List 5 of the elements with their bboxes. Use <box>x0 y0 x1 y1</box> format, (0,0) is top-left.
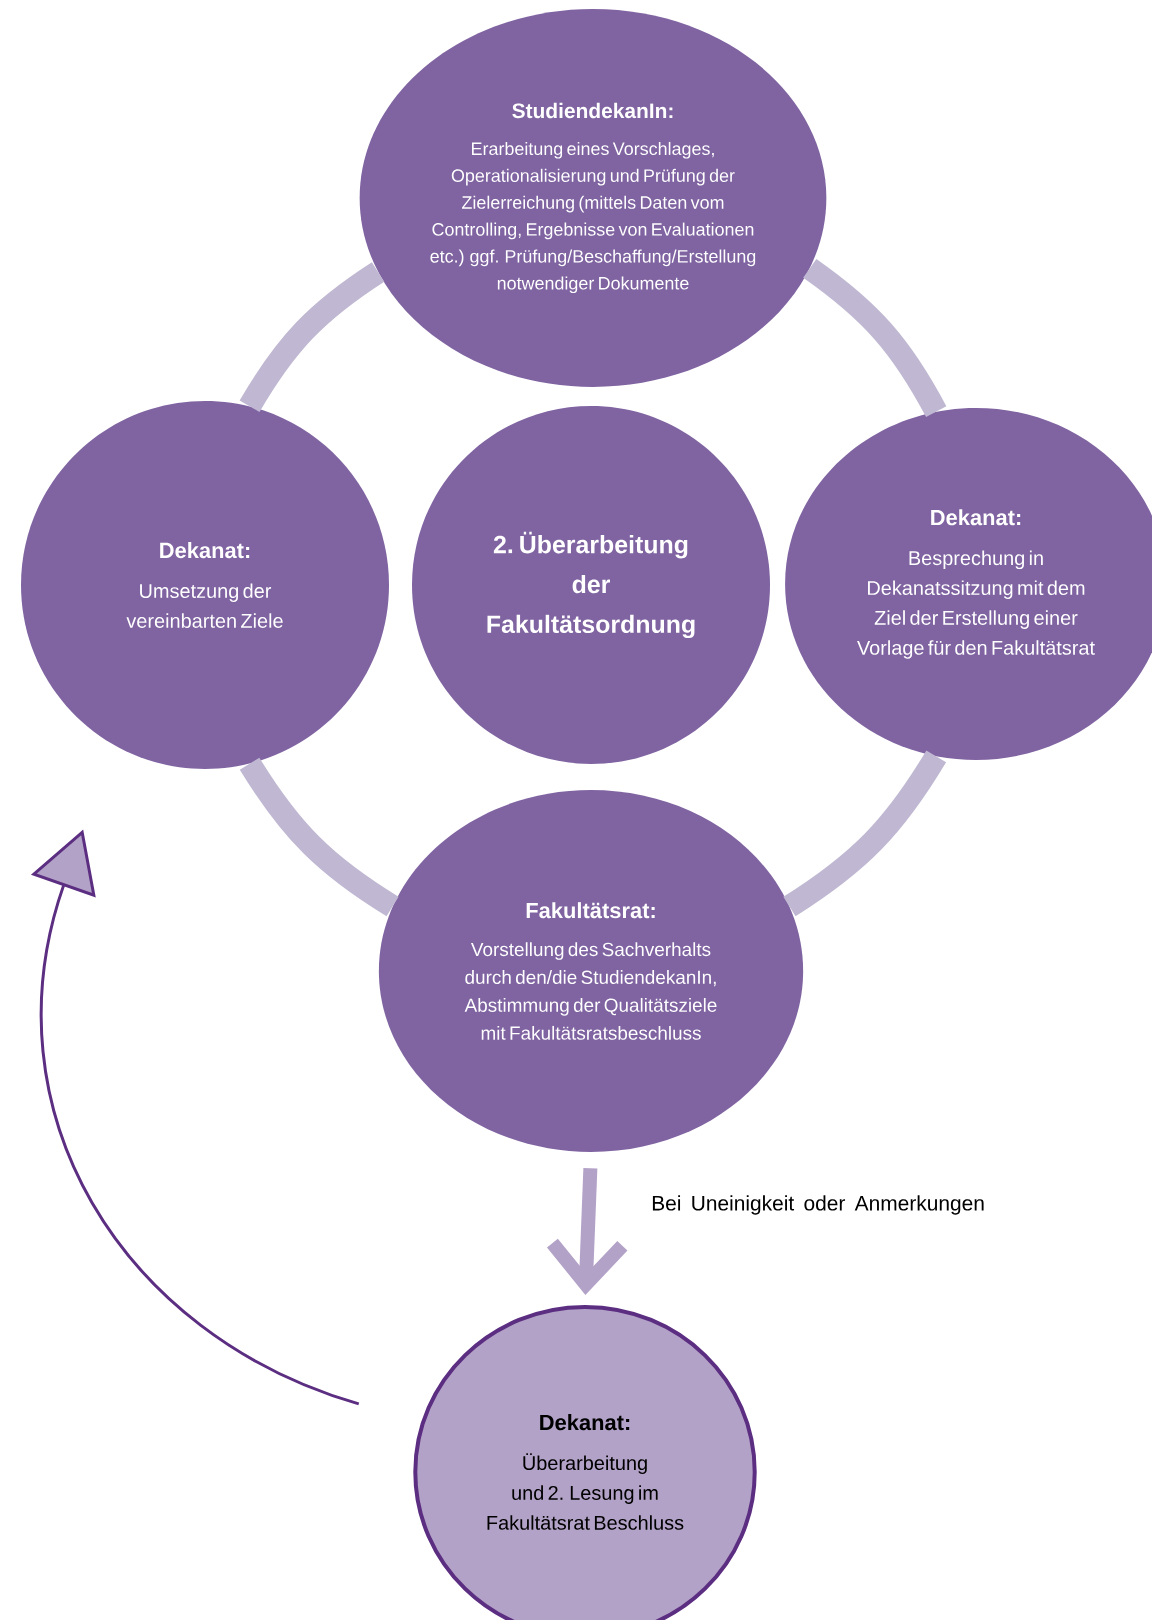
ring-arc <box>239 757 399 917</box>
ring-arc <box>239 262 385 413</box>
edge-label: Bei Uneinigkeit oder Anmerkungen <box>652 1195 984 1215</box>
ring-arc <box>783 750 947 917</box>
ring-arc <box>803 259 947 418</box>
